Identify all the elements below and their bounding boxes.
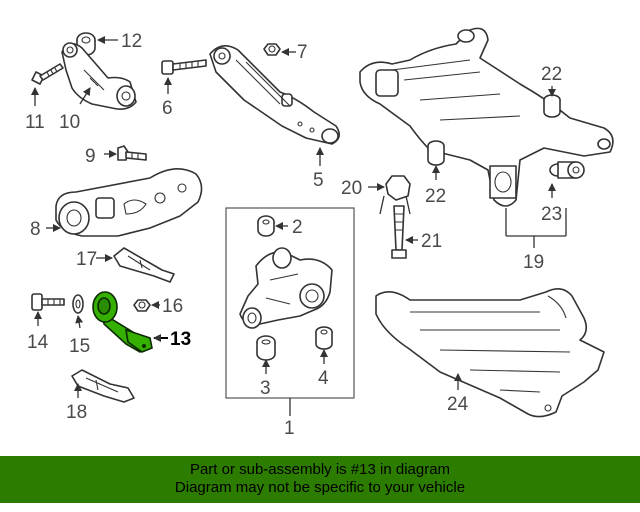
callout-16: 16 xyxy=(162,296,183,317)
part-9-bolt[interactable] xyxy=(117,145,147,161)
callout-11: 11 xyxy=(25,112,45,133)
callout-24: 24 xyxy=(447,394,469,415)
callout-15: 15 xyxy=(69,336,90,357)
callout-17: 17 xyxy=(76,249,97,270)
callout-8: 8 xyxy=(30,219,41,240)
part-10-upper-control-arm[interactable] xyxy=(61,42,137,110)
part-19-subframe[interactable] xyxy=(359,27,614,248)
info-banner: Part or sub-assembly is #13 in diagram D… xyxy=(0,456,640,503)
part-17-bracket[interactable] xyxy=(113,247,175,283)
callout-5: 5 xyxy=(313,170,324,191)
callout-19: 19 xyxy=(523,252,544,273)
callout-7: 7 xyxy=(297,42,308,63)
part-2-bushing[interactable] xyxy=(257,215,275,237)
callout-20: 20 xyxy=(341,178,362,199)
callout-2: 2 xyxy=(292,217,303,238)
part-4-bushing[interactable] xyxy=(315,326,333,350)
callout-12: 12 xyxy=(121,31,142,52)
callout-23: 23 xyxy=(541,204,562,225)
part-21-bolt[interactable] xyxy=(391,205,407,259)
part-3-bushing[interactable] xyxy=(256,335,276,361)
part-14-bolt[interactable] xyxy=(31,293,65,311)
part-24-shield[interactable] xyxy=(375,288,605,418)
banner-line-2: Diagram may not be specific to your vehi… xyxy=(174,479,466,496)
part-22-bushing-upper[interactable] xyxy=(543,94,561,118)
callout-labels: 12 7 6 11 10 9 5 8 17 14 15 16 13 18 2 3… xyxy=(25,31,562,439)
callout-6: 6 xyxy=(162,98,173,119)
callout-22-upper: 22 xyxy=(541,64,562,85)
banner-line-1: Part or sub-assembly is #13 in diagram xyxy=(189,461,451,478)
leader-lines xyxy=(31,36,556,398)
part-1-knuckle-assembly-box[interactable] xyxy=(225,207,355,416)
part-18-bracket[interactable] xyxy=(71,369,135,403)
part-16-nut[interactable] xyxy=(133,299,151,312)
part-6-bolt[interactable] xyxy=(161,59,207,75)
part-15-washer[interactable] xyxy=(72,294,84,314)
part-8-trailing-arm[interactable] xyxy=(55,168,203,237)
callout-10: 10 xyxy=(59,112,80,133)
callout-21: 21 xyxy=(421,231,442,252)
callout-1: 1 xyxy=(284,418,295,439)
knuckle[interactable] xyxy=(239,247,333,329)
callout-9: 9 xyxy=(85,146,96,167)
callout-18: 18 xyxy=(66,402,87,423)
part-11-bolt[interactable] xyxy=(31,63,64,85)
part-22-bushing-lower[interactable] xyxy=(427,140,445,166)
part-7-nut[interactable] xyxy=(263,43,281,56)
callout-3: 3 xyxy=(260,378,271,399)
part-13-lateral-link[interactable] xyxy=(92,291,153,353)
part-23-bushing[interactable] xyxy=(549,161,585,179)
callout-22-lower: 22 xyxy=(425,186,446,207)
part-20-bracket[interactable] xyxy=(379,175,411,215)
callout-14: 14 xyxy=(27,332,49,353)
callout-13: 13 xyxy=(170,329,191,350)
callout-4: 4 xyxy=(318,368,329,389)
part-5-lower-control-arm[interactable] xyxy=(209,45,340,145)
